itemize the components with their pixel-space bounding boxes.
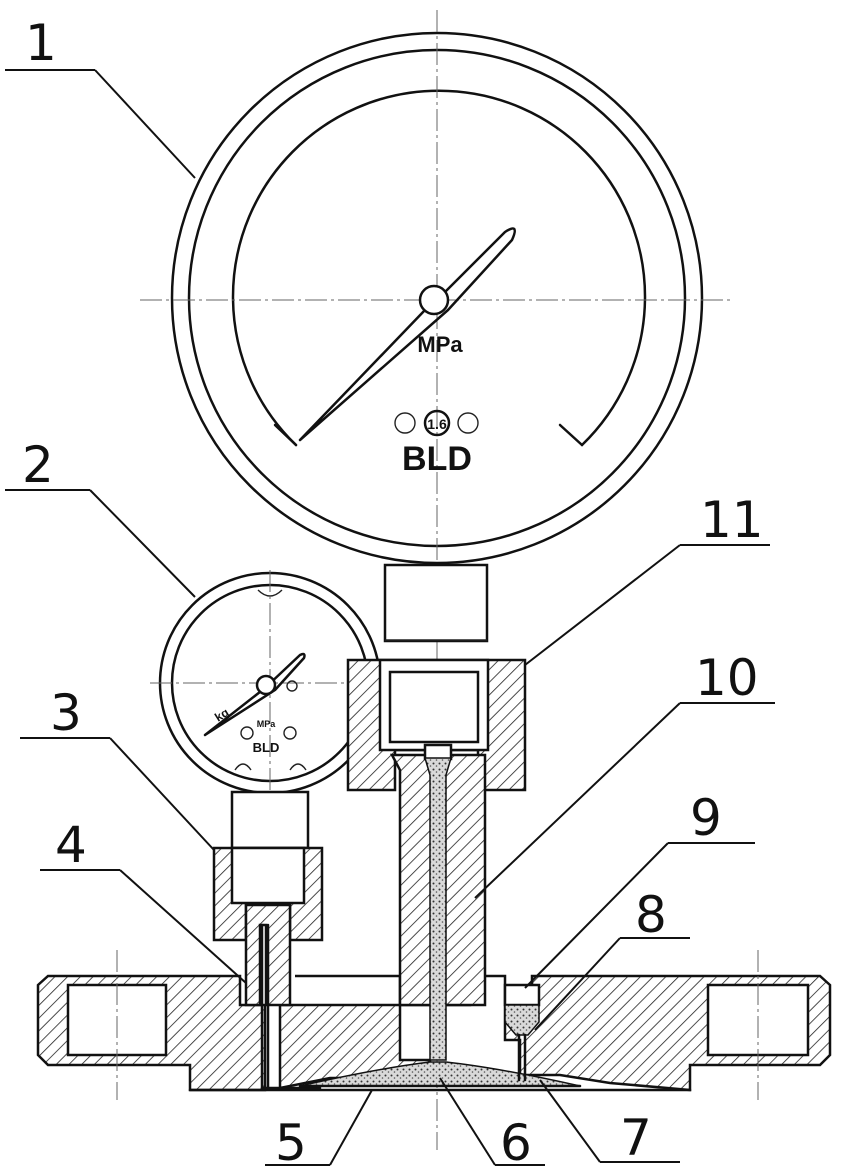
main-gauge-mark-left <box>394 412 416 434</box>
main-gauge: MPa 1.6 BLD <box>140 10 730 1150</box>
leader-4 <box>119 869 247 984</box>
leader-lines <box>5 69 775 1166</box>
main-gauge-dial-end-left <box>273 423 298 447</box>
leader-5 <box>329 1089 373 1166</box>
leader-7 <box>539 1079 601 1163</box>
leader-10 <box>474 702 681 899</box>
main-gauge-dial-end-right <box>558 423 584 447</box>
callout-7: 7 <box>620 1109 652 1167</box>
fill-medium-channel <box>423 757 453 1061</box>
main-gauge-mark-right <box>457 412 479 434</box>
main-gauge-neck <box>383 563 489 643</box>
main-gauge-brand-label: BLD <box>402 440 472 478</box>
main-gauge-outer-ring <box>170 31 704 565</box>
diaphragm <box>298 1061 582 1088</box>
callout-numbers: 1 2 3 4 5 6 7 8 9 10 11 <box>22 14 764 1172</box>
callout-3: 3 <box>50 684 82 742</box>
main-gauge-pointer <box>298 227 517 442</box>
fill-plug <box>503 983 541 1082</box>
small-gauge-scale-mark: kg <box>212 705 231 724</box>
callout-2: 2 <box>22 436 54 494</box>
small-gauge: kg MPa BLD <box>150 570 382 850</box>
main-gauge-fitting <box>346 658 527 1061</box>
diaphragm-fill-chamber <box>299 1061 581 1087</box>
fill-plug-ball <box>504 1004 540 1036</box>
callout-8: 8 <box>635 886 667 944</box>
small-gauge-fitting <box>212 846 324 1090</box>
callout-4: 4 <box>55 816 87 874</box>
callout-5: 5 <box>275 1114 307 1172</box>
leader-1 <box>94 69 196 179</box>
small-gauge-unit-label: MPa <box>257 719 277 729</box>
leader-9 <box>524 842 669 989</box>
small-gauge-neck <box>230 790 310 850</box>
main-gauge-class-label: 1.6 <box>427 416 447 432</box>
callout-10: 10 <box>695 649 759 707</box>
small-gauge-brand-label: BLD <box>253 740 280 755</box>
leader-2 <box>89 489 196 598</box>
leader-3 <box>109 737 215 851</box>
small-gauge-pointer <box>203 652 306 737</box>
leader-6 <box>439 1077 496 1166</box>
fill-plug-screw <box>503 983 541 1007</box>
callout-1: 1 <box>25 14 57 72</box>
small-gauge-pivot <box>255 674 277 696</box>
callout-6: 6 <box>500 1114 532 1172</box>
main-gauge-unit-label: MPa <box>417 332 463 357</box>
leader-8 <box>534 937 621 1031</box>
callout-9: 9 <box>690 789 722 847</box>
main-gauge-class-ring <box>423 409 451 437</box>
callout-11: 11 <box>700 491 764 549</box>
main-gauge-dial-arc <box>231 89 647 447</box>
leader-11 <box>524 544 681 666</box>
main-gauge-pivot <box>418 284 450 316</box>
